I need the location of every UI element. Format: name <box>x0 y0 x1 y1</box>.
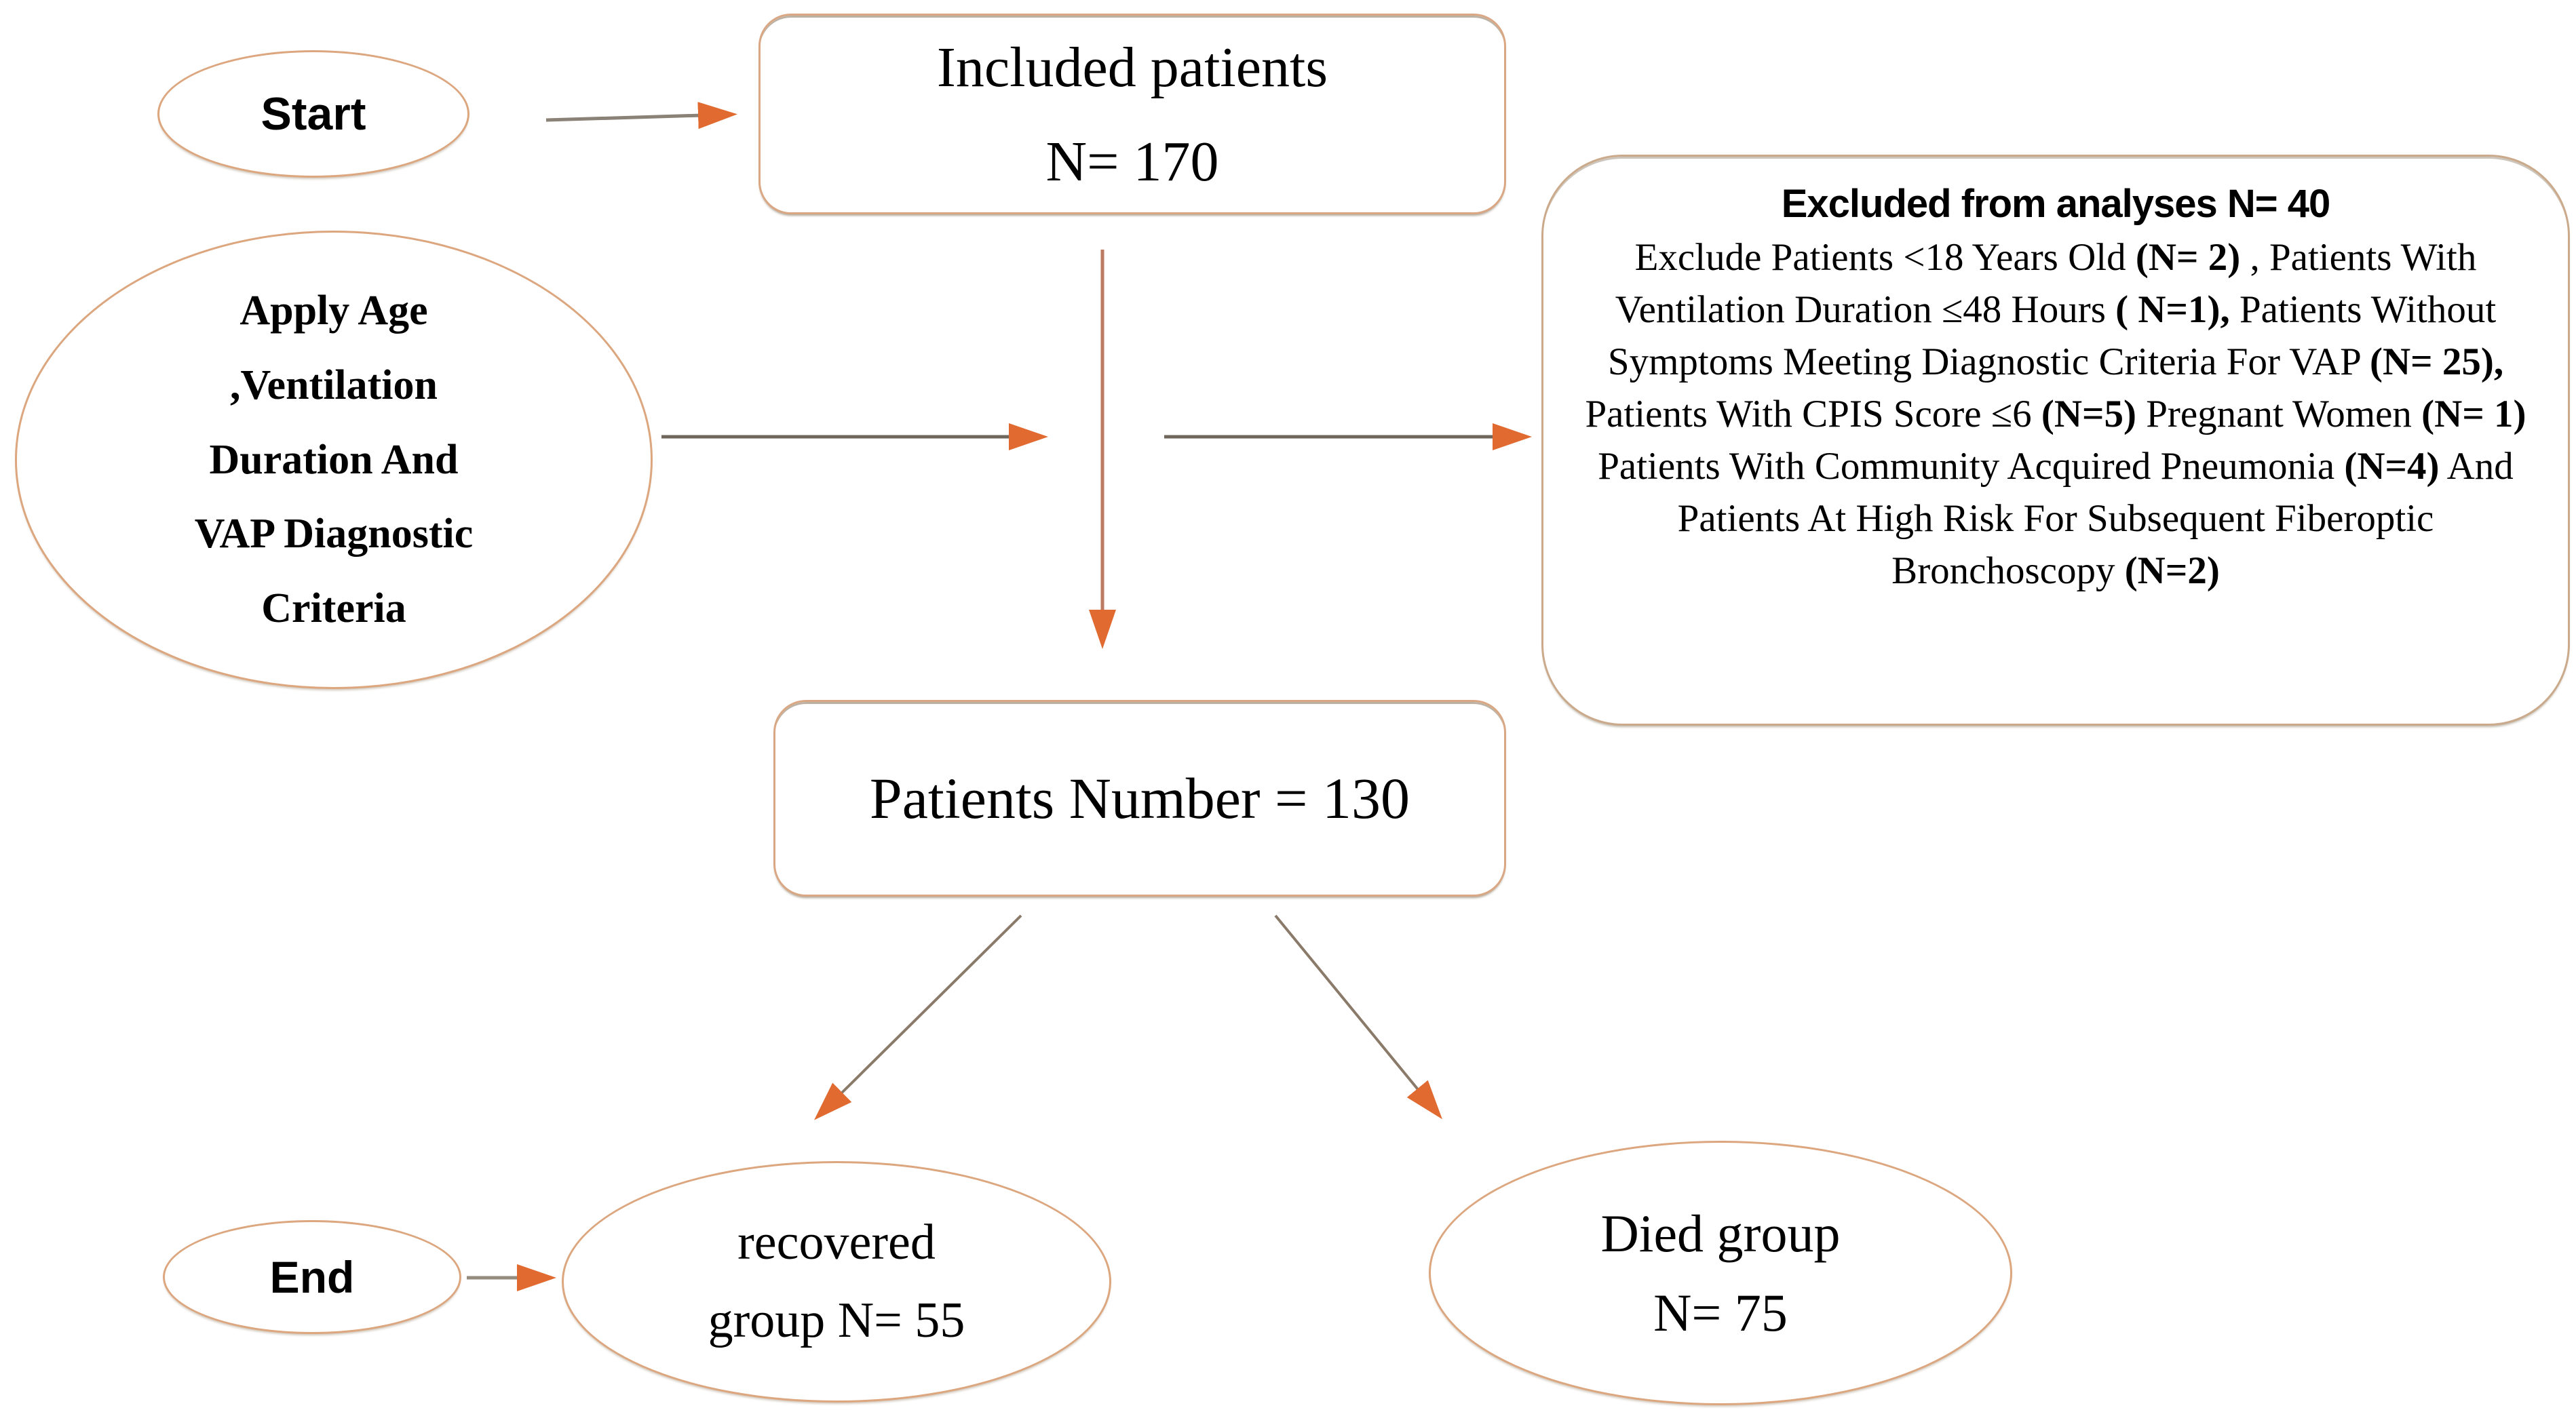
excluded-count-bold: (N=4) <box>2344 444 2440 488</box>
included-patients-count: N= 170 <box>1045 130 1219 193</box>
start-to-included-arrow <box>545 102 737 130</box>
included-patients-label: Included patients <box>936 36 1328 99</box>
excluded-count-bold: (N=2) <box>2124 549 2220 592</box>
excluded-text: Patients With Community Acquired Pneumon… <box>1598 444 2345 488</box>
recovered-group-count: group N= 55 <box>708 1293 965 1348</box>
died-group-count: N= 75 <box>1653 1283 1788 1342</box>
excluded-count-bold: ( N=1), <box>2115 288 2230 331</box>
excluded-count-bold: (N=5) <box>2041 392 2136 435</box>
start-node: Start <box>157 50 469 178</box>
excluded-text: , Patients With Ventilation Duration ≤48… <box>1615 236 2477 331</box>
excluded-text: Patients With CPIS Score ≤6 <box>1585 392 2041 435</box>
apply-criteria-line: Duration And <box>209 436 459 483</box>
included-patients-node: Included patients N= 170 <box>758 14 1506 214</box>
died-group-label: Died group <box>1600 1204 1841 1263</box>
apply-criteria-line: Criteria <box>261 585 406 631</box>
excluded-count-bold: (N= 1) <box>2421 392 2526 435</box>
excluded-count-bold: (N= 2) <box>2135 236 2241 279</box>
apply-criteria-node: Apply Age ,Ventilation Duration And VAP … <box>15 231 653 689</box>
apply-criteria-line: ,Ventilation <box>229 361 438 408</box>
recovered-group-node: recovered group N= 55 <box>562 1161 1111 1403</box>
patients-to-died-arrow <box>1274 914 1442 1120</box>
patients-number-node: Patients Number = 130 <box>773 700 1506 897</box>
apply-criteria-line: Apply Age <box>239 288 428 334</box>
end-node: End <box>163 1220 461 1334</box>
excluded-text: Patients Without Symptoms Meeting Diagno… <box>1607 288 2497 383</box>
excluded-count-bold: (N= 25), <box>2370 340 2504 383</box>
patients-number-label: Patients Number = 130 <box>869 766 1410 831</box>
apply-criteria-line: VAP Diagnostic <box>194 511 474 557</box>
start-label: Start <box>261 88 366 140</box>
died-group-node: Died group N= 75 <box>1429 1141 2012 1405</box>
excluded-text: Pregnant Women <box>2136 392 2422 435</box>
excluded-title: Excluded from analyses N= 40 <box>1781 182 2331 226</box>
excluded-text: Exclude Patients <18 Years Old <box>1634 236 2136 279</box>
excluded-body: Exclude Patients <18 Years Old (N= 2) , … <box>1583 232 2529 598</box>
end-label: End <box>269 1252 355 1302</box>
recovered-group-label: recovered <box>737 1215 936 1271</box>
excluded-text: And Patients At High Risk For Subsequent… <box>1677 444 2514 592</box>
patients-to-recovered-arrow <box>814 914 1022 1120</box>
excluded-node: Excluded from analyses N= 40 Exclude Pat… <box>1541 155 2570 726</box>
